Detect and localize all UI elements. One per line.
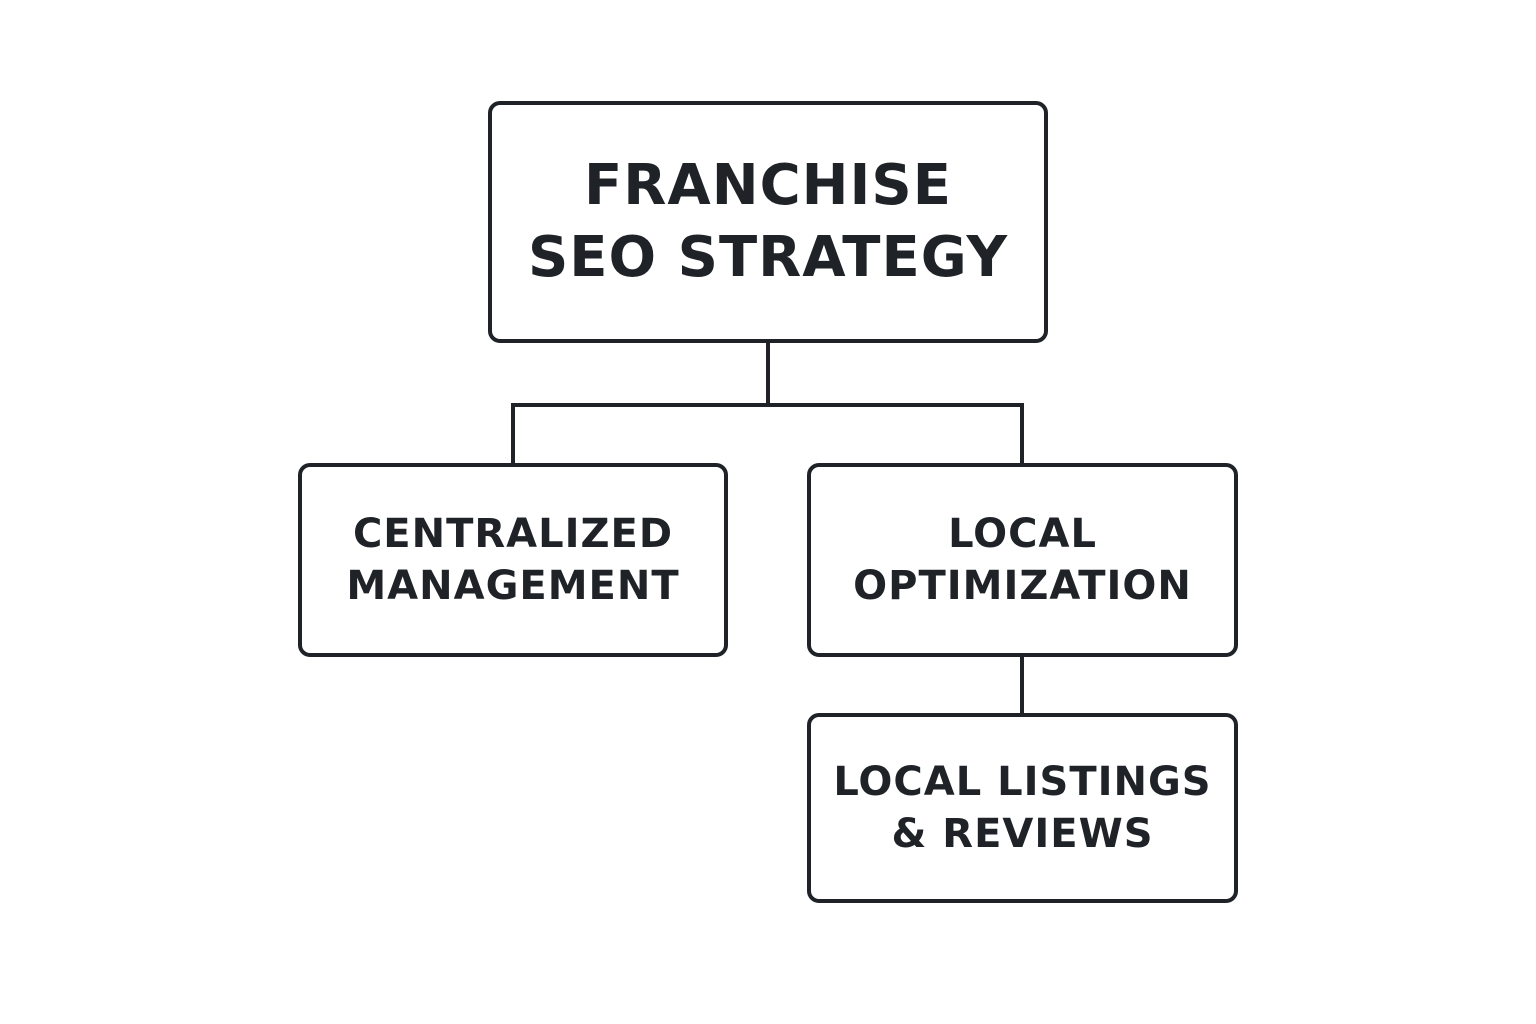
node-label: LOCAL LISTINGS & REVIEWS — [833, 759, 1212, 857]
node-label: CENTRALIZED MANAGEMENT — [346, 511, 680, 609]
node-label: LOCAL OPTIMIZATION — [853, 511, 1192, 609]
node-franchise-seo-strategy: FRANCHISE SEO STRATEGY — [488, 101, 1048, 343]
node-centralized-management: CENTRALIZED MANAGEMENT — [298, 463, 728, 657]
node-label: FRANCHISE SEO STRATEGY — [527, 153, 1009, 290]
node-local-optimization: LOCAL OPTIMIZATION — [807, 463, 1238, 657]
node-local-listings-reviews: LOCAL LISTINGS & REVIEWS — [807, 713, 1238, 903]
